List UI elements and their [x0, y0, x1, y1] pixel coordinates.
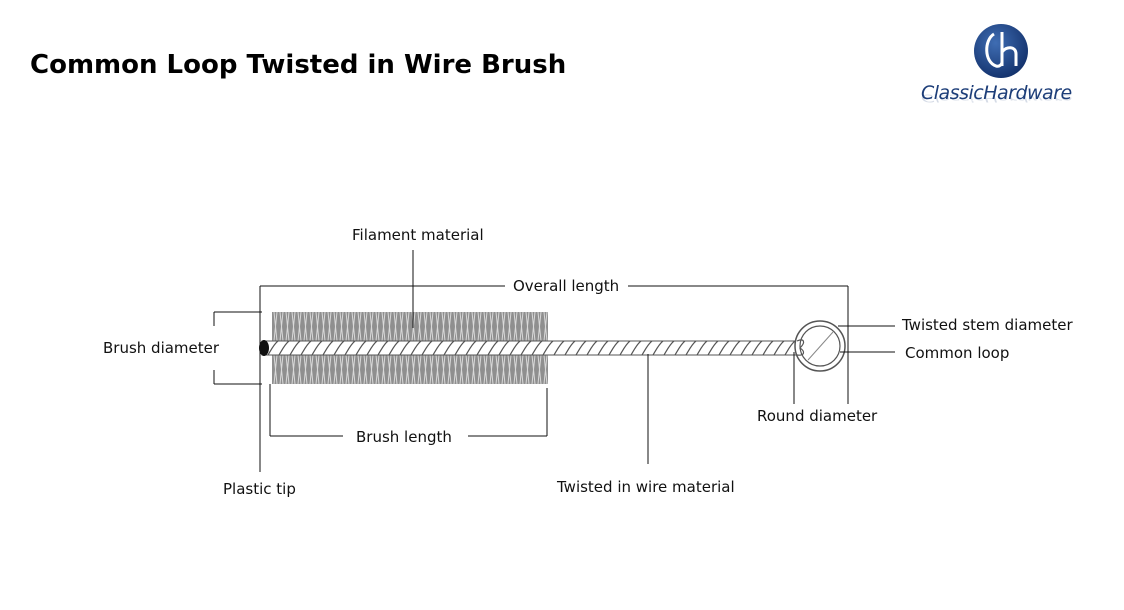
label-filament-material: Filament material — [352, 226, 484, 244]
label-common-loop: Common loop — [905, 344, 1009, 362]
label-round-diameter: Round diameter — [757, 407, 878, 425]
label-plastic-tip: Plastic tip — [223, 480, 296, 498]
label-twisted-in-wire-material: Twisted in wire material — [556, 478, 735, 496]
label-brush-length: Brush length — [356, 428, 452, 446]
logo-emblem-icon — [974, 24, 1028, 78]
brand-logo: ClassicHardware ClassicHardware — [915, 18, 1095, 123]
twisted-stem — [261, 340, 798, 356]
dimension-lines — [213, 250, 895, 472]
page-title: Common Loop Twisted in Wire Brush — [30, 50, 567, 80]
label-overall-length: Overall length — [513, 277, 619, 295]
logo-wordmark: ClassicHardware — [921, 82, 1072, 104]
label-twisted-stem-diameter: Twisted stem diameter — [901, 316, 1073, 334]
plastic-tip-shape — [259, 340, 269, 356]
common-loop-shape — [794, 320, 846, 372]
label-brush-diameter: Brush diameter — [103, 339, 220, 357]
